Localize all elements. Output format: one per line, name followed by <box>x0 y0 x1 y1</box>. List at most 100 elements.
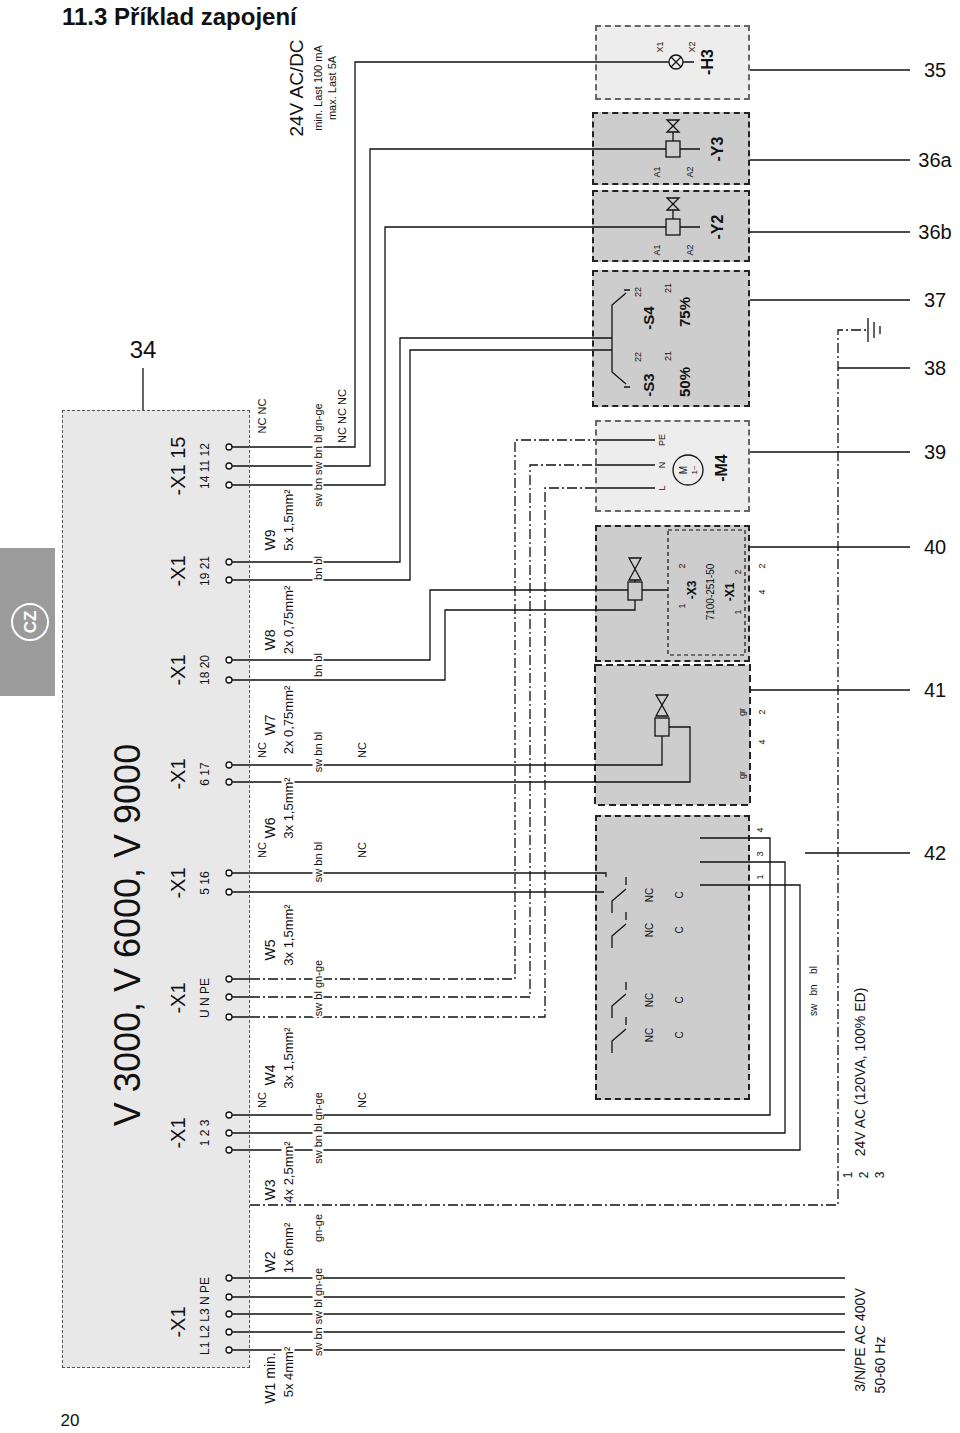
cable-label: W5 <box>263 939 277 962</box>
pin-label: PE <box>658 434 667 446</box>
pin-label: A2 <box>686 166 695 177</box>
terminal-label: -X1 <box>168 867 188 898</box>
wire-connector <box>250 465 595 997</box>
wire-connector <box>250 227 592 485</box>
box-fill <box>592 270 750 407</box>
terminal-stubs <box>232 447 250 1350</box>
callout-number: 40 <box>923 537 947 557</box>
cable-label: W6 <box>263 817 277 840</box>
wire-color-code: sw bn bl <box>313 841 324 883</box>
terminal-label: -X1 <box>168 758 188 789</box>
valve-box: -Y3 <box>592 112 750 185</box>
wire-color-code: sw bl gn-ge <box>313 959 324 1017</box>
terminal-label: 14 11 12 <box>199 443 211 489</box>
pin-label: 3 <box>756 850 765 857</box>
lamp-wire <box>595 61 694 62</box>
coil-symbol <box>666 219 680 235</box>
valve-box <box>595 665 750 805</box>
terminal-label: -X1 <box>168 555 188 586</box>
cable-label: W1 min. <box>263 1351 277 1404</box>
wire-connector <box>250 590 595 660</box>
cable-label: W7 <box>263 714 277 737</box>
wire-color-code: sw bn sw bl gn-ge <box>313 1267 324 1357</box>
not-connected-mark: NC <box>257 841 268 859</box>
terminal-label: U N PE <box>199 978 211 1018</box>
wire-connector <box>250 838 770 1115</box>
terminal-circles <box>226 444 232 1353</box>
power-wires <box>250 1278 845 1350</box>
terminal-label: 18 20 <box>199 655 211 685</box>
callout-number: 38 <box>923 358 947 378</box>
pin-label: 22 <box>634 352 643 362</box>
box-text: 50% <box>677 367 692 397</box>
cable-label: W2 <box>263 1251 277 1274</box>
box-text: C <box>675 1031 685 1038</box>
supply-note: 24V AC/DC <box>287 38 306 137</box>
wire-connector <box>250 149 592 466</box>
valve-symbol <box>595 558 668 610</box>
box-fill <box>595 25 750 100</box>
box-text: NC <box>645 993 655 1007</box>
wire-color-code: bn <box>809 983 819 996</box>
callout-number: 37 <box>923 290 947 310</box>
switch-symbols <box>592 290 630 387</box>
tab-circle <box>12 604 48 640</box>
motor-wires <box>250 440 595 1017</box>
terminal-label: 1 2 3 <box>199 1120 211 1147</box>
box-fill <box>595 815 750 1100</box>
plug-box: -X37100-251-50-X1 <box>595 525 750 662</box>
supply-note: min. Last 100 mA <box>313 44 324 132</box>
cable-label: 1x 6mm² <box>282 1222 295 1275</box>
language-tab <box>0 548 55 696</box>
pin-label: 4 <box>756 826 765 833</box>
box-fill <box>592 190 750 262</box>
box-text: NC <box>645 923 655 937</box>
not-connected-mark: NC NC <box>257 398 268 435</box>
cable-label: 2x 0,75mm² <box>282 585 295 656</box>
box-fill <box>62 410 250 1368</box>
terminal-label: 19 21 <box>199 556 211 586</box>
pin-label: gr <box>738 708 747 716</box>
cable-label: 5x 4mm² <box>282 1346 295 1399</box>
cable-label: 5x 1,5mm² <box>282 488 295 551</box>
terminal-label: -X1 <box>168 1306 188 1337</box>
signal-wires <box>250 350 595 782</box>
wire-connector <box>250 338 592 562</box>
page-heading: 11.3 Příklad zapojení <box>62 3 297 31</box>
pin-label: X2 <box>688 41 697 52</box>
pin-label: 21 <box>664 351 673 361</box>
controller-box: V 3000, V 6000, V 9000 <box>62 410 250 1368</box>
not-connected-mark: NC <box>257 741 268 759</box>
coil-symbol <box>666 141 680 157</box>
wire-connector <box>250 885 800 1150</box>
terminal-label: -X1 <box>168 1117 188 1148</box>
not-connected-mark: NC <box>357 1091 368 1109</box>
terminal-label: -X1 <box>168 654 188 685</box>
tab-label: CZ <box>22 611 39 634</box>
callout-number: 35 <box>923 60 947 80</box>
box-text: 75% <box>677 297 692 327</box>
not-connected-mark: NC <box>357 741 368 759</box>
cable-label: 3x 1,5mm² <box>282 903 295 966</box>
wire-color-code: sw bn bl gn-ge <box>313 1091 324 1165</box>
contact-symbols <box>595 838 750 1053</box>
box-title: NC <box>645 1028 655 1042</box>
not-connected-mark: NC <box>357 841 368 859</box>
box-fills <box>62 25 750 1368</box>
pin-label: 4 <box>758 738 767 745</box>
pin-label: 1~ <box>691 465 699 474</box>
cable-label: 3x 1,5mm² <box>282 1026 295 1089</box>
box-text: -X1 <box>724 583 736 602</box>
pin-label: M <box>679 466 689 474</box>
valve-wires <box>592 132 700 227</box>
earth-symbol <box>868 318 880 342</box>
valve-symbol <box>667 120 679 210</box>
supply-note: 50-60 Hz <box>873 1336 887 1395</box>
pin-label: 1 <box>678 603 687 608</box>
cable-label: 4x 2,5mm² <box>282 1140 295 1203</box>
box-text: 7100-251-50 <box>706 564 716 621</box>
terminal-label: -X1 <box>168 982 188 1013</box>
pin-label: 2 <box>734 569 743 574</box>
